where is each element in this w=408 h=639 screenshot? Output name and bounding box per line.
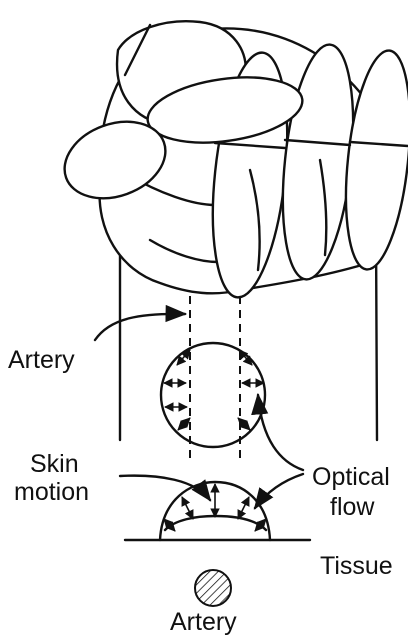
label-artery-top: Artery [8, 346, 75, 374]
skin-motion-arrow [238, 497, 249, 519]
fist-illustration [54, 21, 408, 440]
label-optical-flow-line1: Optical [312, 463, 390, 491]
artery-circle [195, 570, 231, 606]
skin-motion-callout-arrow [120, 476, 210, 500]
flow-arrow [178, 418, 190, 430]
label-optical-flow-line2: flow [330, 493, 375, 521]
cross-section-ellipse [161, 343, 265, 447]
skin-motion-arrow [182, 497, 193, 519]
label-skin-motion-line1: Skin [30, 450, 79, 478]
label-tissue: Tissue [320, 552, 393, 580]
label-skin-motion-line2: motion [14, 478, 89, 506]
skin-bump-inner [165, 516, 266, 530]
skin-cross-section [125, 482, 310, 540]
optical-flow-callout-arrow-2 [255, 474, 303, 508]
wrist-cross-section [161, 343, 265, 447]
label-artery-bottom: Artery [170, 608, 237, 636]
artery-callout-arrow [95, 314, 185, 340]
